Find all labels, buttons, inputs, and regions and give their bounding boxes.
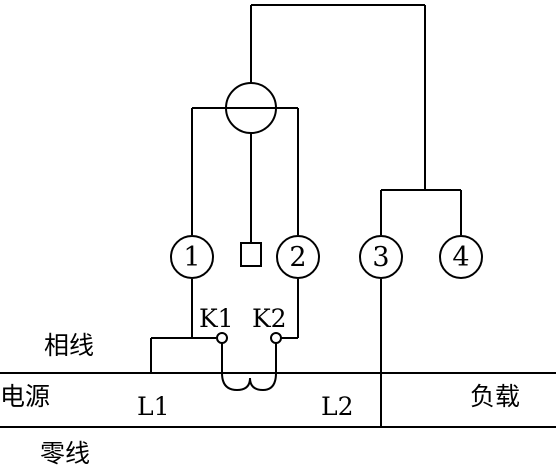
l1-label: L1 (137, 392, 170, 421)
neutral-line-label: 零线 (40, 439, 90, 468)
meter-coil-wiring (191, 4, 462, 267)
contact-loop (221, 372, 277, 392)
terminal-4: 4 (439, 235, 483, 279)
live-line-label: 相线 (44, 331, 94, 360)
contact-k1-label: K1 (199, 304, 234, 333)
terminal-2-label: 2 (289, 242, 306, 273)
terminal-3-label: 3 (372, 242, 389, 273)
contact-k2-label: K2 (252, 304, 287, 333)
source-label: 电源 (0, 382, 50, 411)
terminal-1: 1 (170, 235, 214, 279)
coil-box (240, 242, 262, 267)
l2-label: L2 (321, 392, 354, 421)
load-label: 负载 (470, 382, 520, 411)
terminal-4-label: 4 (452, 242, 469, 273)
contact-k2 (270, 332, 282, 344)
contact-k1 (216, 332, 228, 344)
terminal-1-label: 1 (183, 242, 200, 273)
contact-leads (150, 279, 299, 392)
terminal-2: 2 (276, 235, 320, 279)
terminal-3: 3 (359, 235, 403, 279)
